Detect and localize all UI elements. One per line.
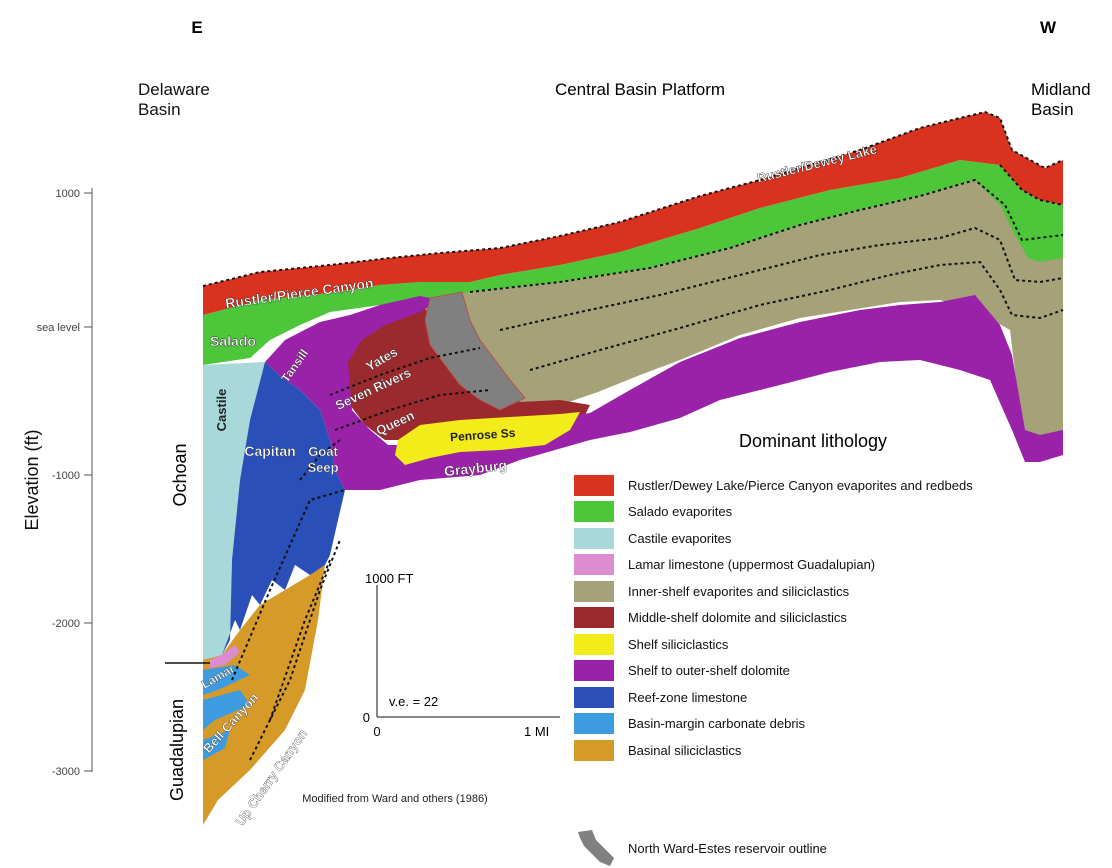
legend-label: Lamar limestone (uppermost Guadalupian) (628, 557, 876, 572)
label-penrose: Penrose Ss (450, 426, 517, 445)
legend-label: Middle-shelf dolomite and siliciclastics (628, 610, 847, 625)
tick-sea-level: sea level (37, 322, 80, 334)
legend-swatch (574, 686, 614, 708)
legend-item: Inner-shelf evaporites and siliciclastic… (574, 580, 849, 602)
vertical-exaggeration-label: v.e. = 22 (389, 694, 438, 709)
tick-minus-2000: -2000 (52, 618, 80, 630)
legend-swatch (574, 527, 614, 549)
dotted-horizons (202, 110, 1064, 761)
central-basin-platform-label: Central Basin Platform (555, 80, 725, 99)
legend-label: Inner-shelf evaporites and siliciclastic… (628, 583, 850, 599)
scale-bar: 1000 FT 0 0 1 MI v.e. = 22 (363, 571, 560, 739)
delaware-line-2: Basin (138, 100, 181, 119)
legend-label: Basin-margin carbonate debris (628, 716, 806, 731)
tick-minus-1000: -1000 (52, 470, 80, 482)
unit-inner-shelf (400, 180, 1063, 450)
label-ochoan: Ochoan (170, 443, 190, 506)
unit-reef (222, 362, 345, 655)
legend-label: Shelf siliciclastics (628, 636, 729, 652)
legend-item: Lamar limestone (uppermost Guadalupian) (574, 554, 875, 576)
east-label: E (191, 18, 202, 37)
legend-title: Dominant lithology (739, 431, 887, 451)
legend-item: Rustler/Dewey Lake/Pierce Canyon evapori… (574, 474, 973, 496)
label-salado: Salado (210, 333, 256, 349)
legend-label: Basinal siliciclastics (628, 742, 742, 758)
unit-castile (203, 362, 265, 660)
legend-item: Basinal siliciclastics (574, 739, 741, 761)
west-label: W (1040, 18, 1057, 37)
legend-item: Basin-margin carbonate debris (574, 713, 805, 735)
tick-1000: 1000 (56, 188, 80, 200)
label-goat: Goat (308, 444, 338, 459)
unit-lamar (210, 645, 240, 668)
legend-label-reservoir: North Ward-Estes reservoir outline (628, 840, 827, 856)
unit-basin-margin (203, 665, 250, 760)
legend-item: Reef-zone limestone (574, 686, 747, 708)
legend-swatch (574, 633, 614, 655)
label-grayburg: Grayburg (443, 457, 507, 479)
tick-minus-3000: -3000 (52, 766, 80, 778)
axis-label: Elevation (ft) (22, 429, 42, 530)
unit-penrose (395, 412, 580, 465)
elevation-axis: 1000 sea level -1000 -2000 -3000 Elevati… (22, 188, 93, 778)
legend-item: Middle-shelf dolomite and siliciclastics (574, 607, 847, 629)
midland-line-1: Midland (1031, 80, 1091, 99)
legend-label: Shelf to outer-shelf dolomite (628, 663, 790, 678)
label-castile: Castile (214, 389, 229, 432)
unit-rustler (203, 112, 1063, 315)
label-capitan: Capitan (244, 443, 295, 459)
legend-label: Salado evaporites (628, 504, 733, 519)
legend-label: Reef-zone limestone (628, 689, 748, 705)
legend-swatch (574, 607, 614, 628)
legend-item: Shelf siliciclastics (574, 633, 728, 655)
legend-label: Rustler/Dewey Lake/Pierce Canyon evapori… (628, 477, 973, 493)
legend-swatch (574, 713, 614, 734)
reservoir-icon (578, 830, 614, 866)
legend-item: Shelf to outer-shelf dolomite (574, 660, 790, 682)
legend-swatch (574, 660, 614, 681)
scale-horizontal-label: 1 MI (524, 724, 549, 739)
unit-basinal (203, 565, 325, 825)
scale-zero-x-label: 0 (373, 724, 380, 739)
legend-swatch (574, 580, 614, 602)
midland-line-2: Basin (1031, 100, 1074, 119)
label-seep: Seep (307, 460, 338, 475)
strata (165, 110, 1064, 825)
legend-swatch (574, 554, 614, 575)
legend-swatch (574, 739, 614, 761)
legend-item: Castile evaporites (574, 527, 731, 549)
unit-salado (203, 160, 1063, 365)
legend-item: Salado evaporites (574, 501, 732, 523)
label-guadalupian: Guadalupian (167, 699, 187, 801)
scale-zero-label: 0 (363, 710, 370, 725)
reservoir-outline (424, 291, 526, 411)
credit-text: Modified from Ward and others (1986) (302, 793, 487, 805)
legend-item-reservoir: North Ward-Estes reservoir outline (574, 828, 827, 868)
legend-swatch (574, 474, 614, 496)
legend-swatch (574, 501, 614, 522)
delaware-line-1: Delaware (138, 80, 210, 99)
scale-vertical-label: 1000 FT (365, 571, 413, 586)
legend-label: Castile evaporites (628, 530, 732, 546)
